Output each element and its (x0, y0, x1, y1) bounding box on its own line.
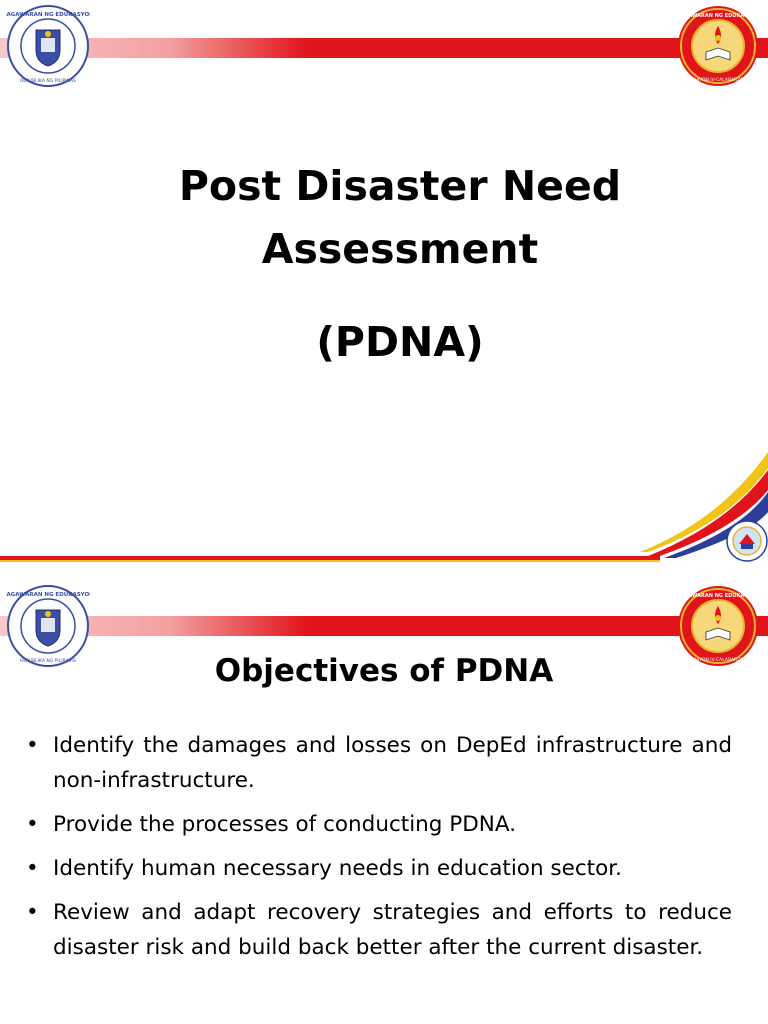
list-item-text: Provide the processes of conducting PDNA… (53, 812, 517, 837)
slide-subtitle: (PDNA) (316, 318, 484, 366)
svg-text:REPUBLIKA NG PILIPINAS: REPUBLIKA NG PILIPINAS (20, 78, 76, 84)
deped-seal-icon: KAGAWARAN NG EDUKASYON REPUBLIKA NG PILI… (6, 5, 90, 87)
list-item-text: Identify the damages and losses on DepEd… (53, 733, 732, 793)
slide-heading: Objectives of PDNA (214, 653, 554, 689)
svg-text:KAGAWARAN NG EDUKASYON: KAGAWARAN NG EDUKASYON (676, 593, 759, 599)
list-item-text: Identify human necessary needs in educat… (53, 856, 622, 881)
deped-seal-icon: KAGAWARAN NG EDUKASYON REPUBLIKA NG PILI… (6, 585, 90, 667)
svg-text:REHIYON IV-CALABARZON: REHIYON IV-CALABARZON (689, 657, 747, 663)
list-item-text: Review and adapt recovery strategies and… (53, 900, 732, 960)
svg-text:REPUBLIKA NG PILIPINAS: REPUBLIKA NG PILIPINAS (20, 658, 76, 664)
title-line-2: Assessment (261, 225, 539, 273)
svg-text:KAGAWARAN NG EDUKASYON: KAGAWARAN NG EDUKASYON (6, 592, 90, 598)
header-band (0, 616, 768, 636)
objectives-list: • Identify the damages and losses on Dep… (24, 728, 732, 974)
svg-text:KAGAWARAN NG EDUKASYON: KAGAWARAN NG EDUKASYON (676, 13, 759, 19)
objectives-slide: KAGAWARAN NG EDUKASYON REPUBLIKA NG PILI… (0, 566, 768, 1024)
bullet-icon: • (26, 856, 39, 881)
bullet-icon: • (26, 733, 39, 758)
title-slide: KAGAWARAN NG EDUKASYON REPUBLIKA NG PILI… (0, 5, 768, 562)
region-iv-seal-icon: KAGAWARAN NG EDUKASYON REHIYON IV-CALABA… (676, 586, 760, 666)
svg-text:REHIYON IV-CALABARZON: REHIYON IV-CALABARZON (689, 77, 747, 83)
svg-text:KAGAWARAN NG EDUKASYON: KAGAWARAN NG EDUKASYON (6, 12, 90, 18)
division-seal-icon (726, 520, 768, 562)
slide-title: Post Disaster Need Assessment (100, 155, 700, 281)
bullet-icon: • (26, 900, 39, 925)
header-band (0, 38, 768, 58)
list-item: • Identify the damages and losses on Dep… (24, 728, 732, 798)
list-item: • Provide the processes of conducting PD… (24, 807, 732, 842)
title-line-1: Post Disaster Need (178, 162, 622, 210)
region-iv-seal-icon: KAGAWARAN NG EDUKASYON REHIYON IV-CALABA… (676, 6, 760, 86)
bottom-swoosh-decoration (0, 452, 768, 562)
bullet-icon: • (26, 812, 39, 837)
list-item: • Review and adapt recovery strategies a… (24, 895, 732, 965)
list-item: • Identify human necessary needs in educ… (24, 851, 732, 886)
